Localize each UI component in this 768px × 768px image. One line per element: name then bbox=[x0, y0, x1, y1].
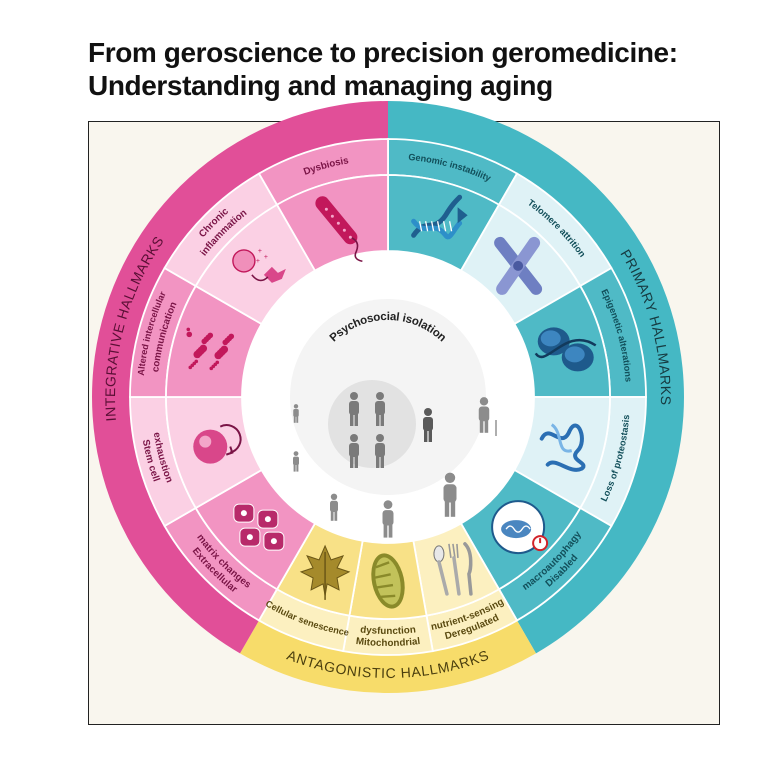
isolated-people-icon bbox=[349, 392, 359, 426]
group-ring-primary bbox=[388, 101, 684, 654]
stem-cell-icon bbox=[193, 424, 242, 464]
title-block: From geroscience to precision geromedici… bbox=[88, 36, 728, 102]
signaling-dots-icon bbox=[186, 327, 235, 371]
immune-cell-icon: +++ bbox=[232, 248, 286, 283]
hallmark-icons: +++ bbox=[186, 194, 597, 609]
lifespan-figures-icon bbox=[478, 397, 490, 433]
dna-icon bbox=[411, 194, 468, 240]
svg-text:+: + bbox=[258, 248, 262, 255]
hallmark-label-mitochondrial-dysfunction: Mitochondrial bbox=[355, 636, 421, 649]
svg-text:+: + bbox=[256, 258, 260, 265]
chromosome-icon bbox=[494, 236, 543, 295]
page-title-line-2: Understanding and managing aging bbox=[88, 70, 553, 101]
isolated-people-icon bbox=[375, 434, 385, 468]
lifespan-figures-icon bbox=[382, 500, 394, 538]
svg-text:+: + bbox=[264, 254, 268, 261]
psychosocial-isolation-figures bbox=[293, 392, 497, 538]
group-ring-antagonistic bbox=[240, 620, 536, 693]
isolated-people-icon bbox=[375, 392, 385, 426]
withered-leaf-icon bbox=[299, 544, 351, 600]
group-ring-integrative bbox=[92, 101, 388, 654]
isolation-group-circle bbox=[328, 380, 416, 468]
protein-fold-icon bbox=[539, 423, 586, 472]
page-title-line-1: From geroscience to precision geromedici… bbox=[88, 37, 678, 68]
nucleosome-icon bbox=[534, 327, 597, 372]
bacterium-icon bbox=[315, 196, 363, 263]
matrix-cells-icon bbox=[233, 503, 285, 551]
mitochondrion-icon bbox=[371, 553, 405, 609]
center-disc: Psychosocial isolation bbox=[242, 251, 534, 543]
lifespan-figures-icon bbox=[443, 472, 457, 517]
lifespan-figures-icon bbox=[293, 451, 299, 472]
lone-person-icon bbox=[423, 408, 433, 442]
hallmark-label-mitochondrial-dysfunction: dysfunction bbox=[360, 624, 417, 637]
outer-ring bbox=[92, 101, 684, 693]
cutlery-icon bbox=[433, 542, 473, 596]
isolated-people-icon bbox=[349, 434, 359, 468]
autophagosome-icon bbox=[491, 500, 549, 555]
lifespan-figures-icon bbox=[330, 493, 338, 521]
lifespan-figures-icon bbox=[293, 404, 299, 423]
